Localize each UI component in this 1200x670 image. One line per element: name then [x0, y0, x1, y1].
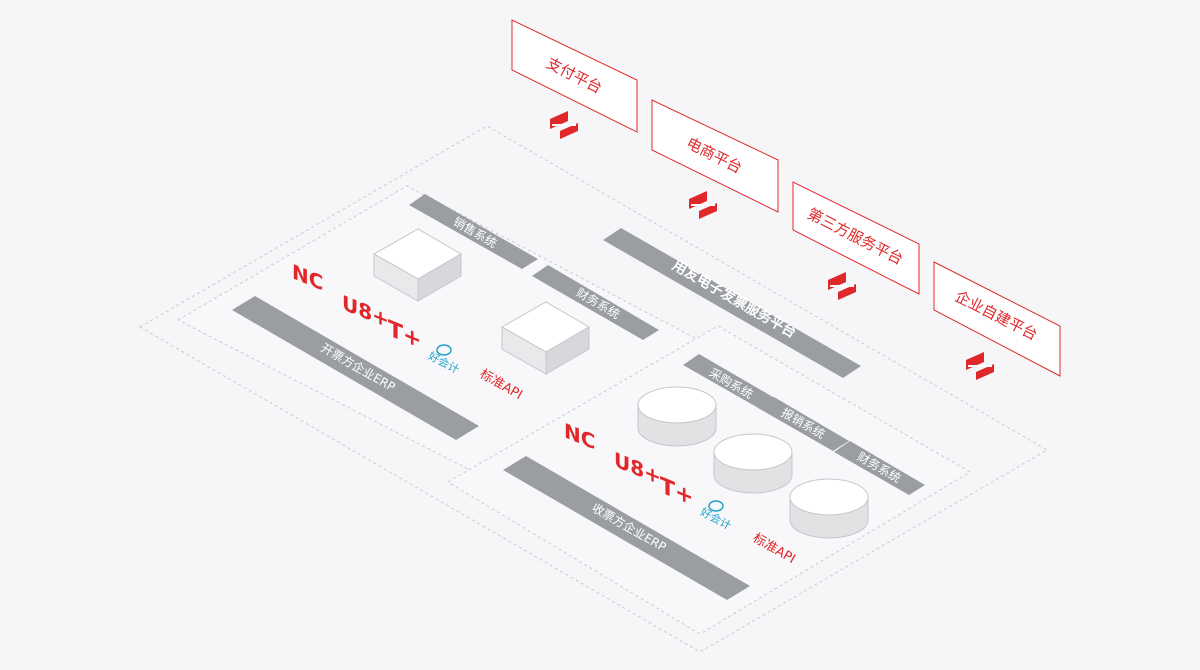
server-cube — [500, 301, 590, 375]
platform-card-enterprise: 企业自建平台 — [933, 261, 1061, 377]
database-cylinder — [789, 478, 869, 539]
issuer-region — [176, 185, 699, 471]
server-cube — [372, 228, 462, 302]
platform-card-ecommerce: 电商平台 — [651, 99, 779, 213]
platform-card-pay: 支付平台 — [511, 19, 638, 133]
exchange-icon — [689, 191, 717, 219]
database-cylinder — [637, 386, 717, 447]
receiver-region — [447, 325, 971, 635]
exchange-icon — [966, 352, 994, 380]
platform-card-third-party: 第三方服务平台 — [792, 181, 920, 295]
cloud-icon — [436, 344, 452, 356]
exchange-icon — [550, 111, 578, 139]
exchange-icon — [828, 272, 856, 300]
cloud-icon — [708, 500, 724, 512]
database-cylinder — [713, 433, 793, 494]
